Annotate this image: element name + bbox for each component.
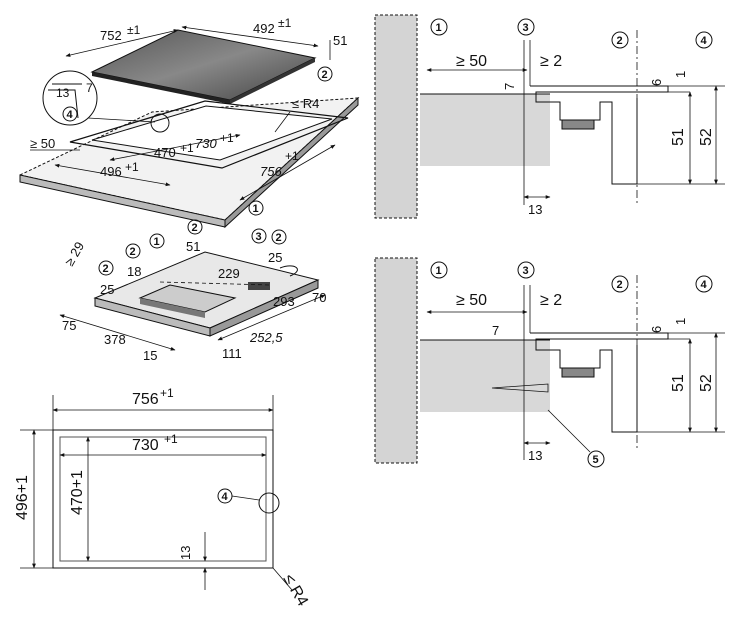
callout-2: 2 bbox=[617, 279, 623, 291]
dim-min29: ≥ 29 bbox=[62, 239, 88, 268]
callout-2: 2 bbox=[276, 232, 282, 244]
callout-5: 5 bbox=[593, 454, 599, 466]
callout-2: 2 bbox=[130, 246, 136, 258]
dim-492: 492 bbox=[253, 21, 275, 36]
sec1-dim51: 51 bbox=[670, 128, 687, 146]
callout-1: 1 bbox=[436, 265, 442, 277]
isometric-base-view: ≥ 29 18 25 51 229 25 293 70 75 378 15 11… bbox=[59, 219, 326, 363]
sec1-dim1: 1 bbox=[673, 71, 688, 78]
sec1-dim6: 6 bbox=[649, 79, 664, 86]
worktop-section bbox=[420, 94, 550, 166]
callout-1: 1 bbox=[253, 203, 259, 215]
callout-3: 3 bbox=[523, 22, 529, 34]
dim-min50: ≥ 50 bbox=[30, 136, 55, 151]
dim-756: 756 bbox=[260, 164, 282, 179]
dim-229: 229 bbox=[218, 266, 240, 281]
sec1-min2: ≥ 2 bbox=[540, 53, 562, 70]
sec1-dim7: 7 bbox=[502, 83, 517, 90]
section-view-bottom: ≥ 50 ≥ 2 7 13 6 1 51 52 1 3 2 4 5 bbox=[374, 257, 725, 468]
callout-2: 2 bbox=[103, 263, 109, 275]
dim-496-tol: +1 bbox=[125, 160, 139, 174]
plan-outer-width-tol: +1 bbox=[160, 386, 174, 400]
dim-756-tol: +1 bbox=[285, 149, 299, 163]
callout-2: 2 bbox=[192, 222, 198, 234]
dim-470: 470 bbox=[154, 145, 176, 160]
sec1-dim52: 52 bbox=[698, 128, 715, 146]
plan-inner-width: 730 bbox=[132, 437, 159, 454]
hob-glass bbox=[90, 29, 317, 101]
sec2-dim51: 51 bbox=[670, 374, 687, 392]
plan-view: 756 +1 730 +1 496+1 470+1 13 4 ≤ R4 bbox=[14, 386, 311, 609]
dim-25-left: 25 bbox=[100, 282, 114, 297]
plan-outer-height: 496+1 bbox=[14, 475, 31, 520]
dim-51-top: 51 bbox=[333, 33, 347, 48]
dim-470-tol: +1 bbox=[180, 141, 194, 155]
dim-18: 18 bbox=[127, 264, 141, 279]
connector-block bbox=[248, 282, 270, 290]
callout-1: 1 bbox=[154, 236, 160, 248]
callout-3: 3 bbox=[523, 265, 529, 277]
plan-inner-width-tol: +1 bbox=[164, 432, 178, 446]
plan-radius: ≤ R4 bbox=[280, 572, 312, 610]
dim-111: 111 bbox=[222, 346, 242, 361]
callout-1: 1 bbox=[436, 22, 442, 34]
dim-752: 752 bbox=[100, 28, 122, 43]
callout-2: 2 bbox=[617, 35, 623, 47]
worktop-section bbox=[420, 340, 550, 412]
sec1-min50: ≥ 50 bbox=[456, 53, 487, 70]
callout-4: 4 bbox=[701, 35, 708, 47]
dim-730-tol: +1 bbox=[220, 131, 234, 145]
dim-7-inset: 7 bbox=[86, 81, 93, 95]
dim-293: 293 bbox=[273, 294, 295, 309]
section-view-top: ≥ 50 ≥ 2 7 13 6 1 51 52 1 3 2 4 bbox=[374, 14, 725, 219]
dim-752-tol: ±1 bbox=[127, 23, 141, 37]
dim-496: 496 bbox=[100, 164, 122, 179]
dim-51-base: 51 bbox=[186, 239, 200, 254]
dim-25-right: 25 bbox=[268, 250, 282, 265]
dim-13-inset: 13 bbox=[56, 86, 70, 100]
plan-inner-height: 470+1 bbox=[69, 470, 86, 515]
sec2-dim52: 52 bbox=[698, 374, 715, 392]
sec2-dim7: 7 bbox=[492, 323, 499, 338]
dim-492-tol: ±1 bbox=[278, 16, 292, 30]
dim-15: 15 bbox=[143, 348, 157, 363]
callout-3: 3 bbox=[256, 231, 262, 243]
plan-dim-13: 13 bbox=[178, 546, 193, 560]
sec2-dim13: 13 bbox=[528, 448, 542, 463]
callout-4: 4 bbox=[701, 279, 708, 291]
dim-252-5: 252,5 bbox=[249, 330, 283, 345]
sec2-dim1: 1 bbox=[673, 318, 688, 325]
sec2-min50: ≥ 50 bbox=[456, 292, 487, 309]
dim-radius: ≤ R4 bbox=[292, 96, 319, 111]
plan-outer-width: 756 bbox=[132, 391, 159, 408]
callout-2: 2 bbox=[322, 69, 328, 81]
dim-730: 730 bbox=[195, 136, 217, 151]
sec2-min2: ≥ 2 bbox=[540, 292, 562, 309]
sec2-dim6: 6 bbox=[649, 326, 664, 333]
callout-4: 4 bbox=[67, 109, 74, 121]
dim-75: 75 bbox=[62, 318, 76, 333]
callout-4: 4 bbox=[222, 491, 229, 503]
hob-edge bbox=[92, 72, 230, 104]
isometric-countertop-view: 752 ±1 492 ±1 51 13 7 ≤ R4 ≥ 50 470 +1 7… bbox=[18, 16, 360, 229]
sec1-dim13: 13 bbox=[528, 202, 542, 217]
